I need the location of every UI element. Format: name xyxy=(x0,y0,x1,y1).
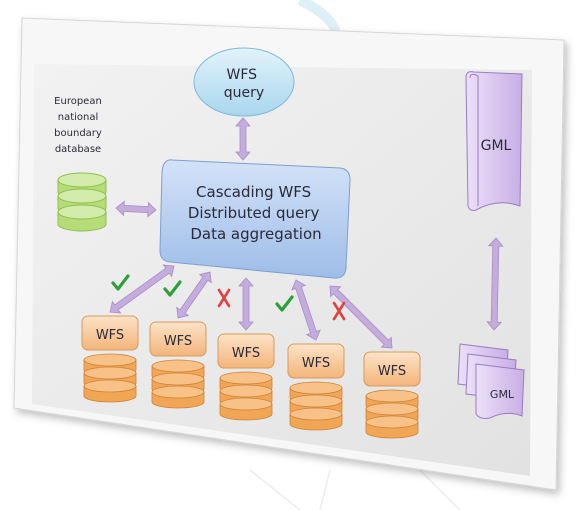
gml-document: GML xyxy=(465,71,523,211)
arrow-cascading-wfs xyxy=(238,277,254,331)
database-disk-top xyxy=(57,204,107,220)
wfs-node: WFS xyxy=(81,315,139,403)
check-mark-icon xyxy=(163,280,182,297)
database-disk-top xyxy=(57,172,107,188)
wfs-node: WFS xyxy=(217,333,275,421)
check-mark-icon xyxy=(111,274,130,291)
wfs-node-box xyxy=(81,315,139,351)
wfs-node-label: WFS xyxy=(96,328,124,343)
arrow-database-cascading xyxy=(115,200,157,218)
cascading-wfs-box: Cascading WFS Distributed query Data agg… xyxy=(159,159,351,279)
arrow-cascading-wfs xyxy=(176,271,212,319)
wfs-node-box xyxy=(363,351,421,387)
arrow-cascading-wfs xyxy=(109,264,175,314)
wfs-node: WFS xyxy=(149,321,207,409)
status-marks xyxy=(111,274,346,321)
wfs-node-box xyxy=(287,343,345,379)
cross-mark-icon xyxy=(332,301,346,321)
cross-mark-icon xyxy=(217,288,231,308)
connector-arrows xyxy=(109,117,504,349)
arrow-query-cascading xyxy=(235,117,251,161)
gml-stack-label: GML xyxy=(490,388,515,401)
wfs-node: WFS xyxy=(363,351,421,439)
gml-document-stack: GML xyxy=(457,343,525,419)
arrow-cascading-wfs xyxy=(329,285,393,349)
wfs-query-label: WFS query xyxy=(224,67,264,101)
database-disk-top xyxy=(57,188,107,204)
wfs-node-box xyxy=(217,333,275,369)
check-mark-icon xyxy=(275,295,294,312)
wfs-node-label: WFS xyxy=(232,346,260,361)
wfs-query-cloud: WFS query xyxy=(193,47,295,117)
cascading-wfs-text: Cascading WFS Distributed query Data agg… xyxy=(188,183,324,243)
wfs-node-box xyxy=(149,321,207,357)
wfs-node-label: WFS xyxy=(378,364,406,379)
gml-top-label: GML xyxy=(481,138,512,154)
arrow-gml-stack xyxy=(486,237,504,331)
wfs-nodes: WFS WFS WFS WFS WFS xyxy=(81,315,421,439)
arrow-cascading-wfs xyxy=(291,279,321,341)
wfs-node-label: WFS xyxy=(302,356,330,371)
wfs-node-label: WFS xyxy=(164,334,192,349)
wfs-node: WFS xyxy=(287,343,345,431)
